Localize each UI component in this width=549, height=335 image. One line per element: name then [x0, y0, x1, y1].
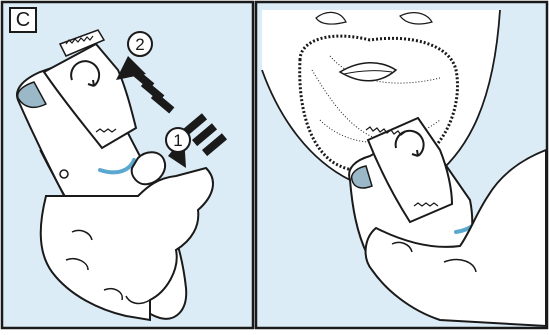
- step-badge-2: 2: [128, 32, 152, 56]
- step-number-1: 1: [173, 131, 182, 150]
- step-badge-1: 1: [166, 128, 190, 152]
- step-number-2: 2: [135, 35, 144, 54]
- right-panel: [256, 2, 547, 328]
- left-panel: 2 1: [2, 2, 253, 328]
- panel-label: C: [9, 7, 37, 33]
